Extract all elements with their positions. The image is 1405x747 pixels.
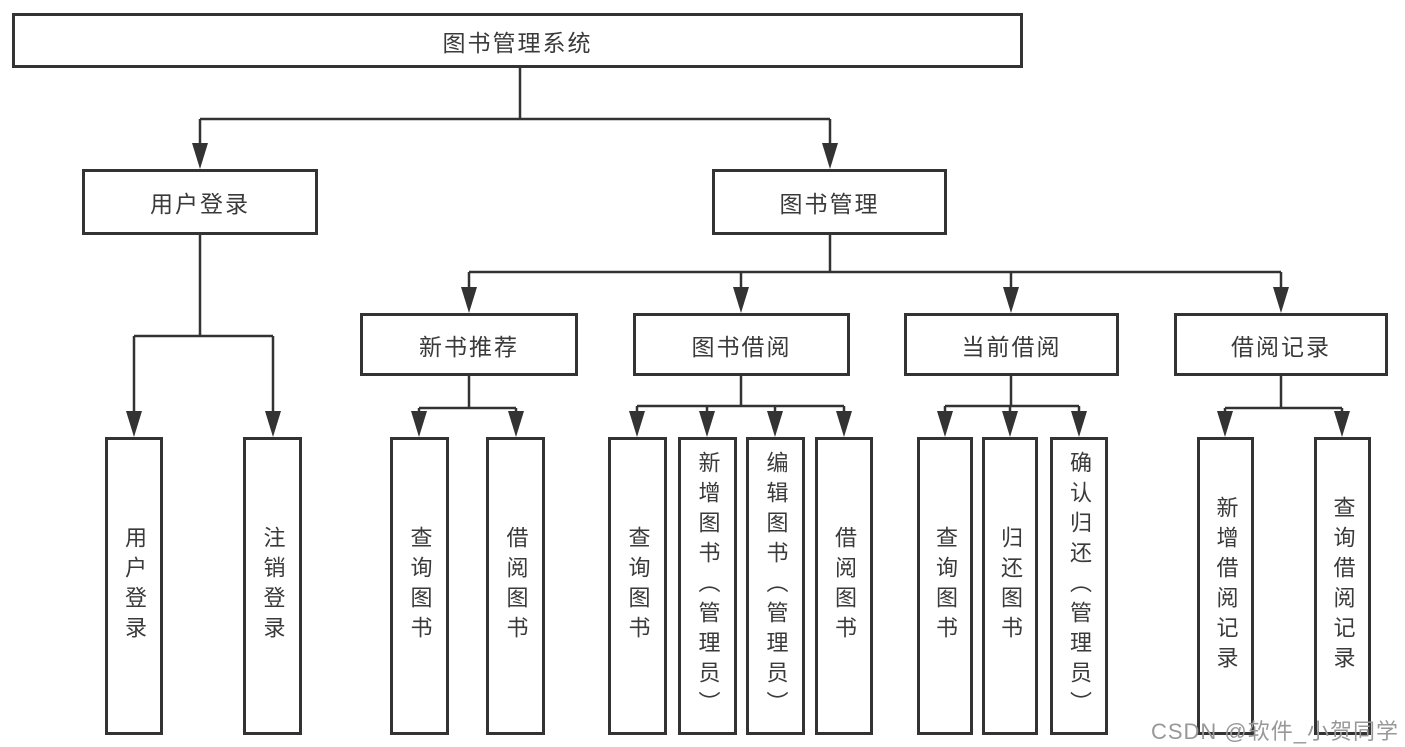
node-label: 图书管理 bbox=[779, 191, 880, 217]
arrow-down-icon bbox=[411, 411, 427, 437]
node-label: 图书管理系统 bbox=[442, 29, 593, 56]
leaf-confirm-return-admin: 确认归还（管理员） bbox=[1050, 437, 1108, 735]
edge-recommend-to-leaves bbox=[417, 376, 518, 415]
arrow-down-icon bbox=[508, 411, 524, 437]
arrow-down-icon bbox=[1002, 411, 1018, 437]
csdn-watermark: CSDN @软件_小贺同学 bbox=[1150, 719, 1399, 744]
leaf-query-borrow-record: 查询借阅记录 bbox=[1314, 437, 1371, 735]
node-label: 查询图书 bbox=[625, 526, 651, 646]
edge-root-to-level2 bbox=[198, 68, 832, 147]
node-label: 借阅记录 bbox=[1231, 333, 1331, 360]
leaf-query-books-borrow: 查询图书 bbox=[608, 437, 667, 735]
node-label: 新书推荐 bbox=[419, 333, 519, 360]
node-borrow-records: 借阅记录 bbox=[1174, 313, 1388, 376]
arrow-down-icon bbox=[1217, 411, 1233, 437]
arrow-down-icon bbox=[126, 411, 142, 437]
edge-borrow-to-leaves bbox=[635, 376, 846, 415]
node-book-management: 图书管理 bbox=[712, 169, 947, 235]
node-label: 归还图书 bbox=[998, 526, 1023, 646]
leaf-edit-book-admin: 编辑图书（管理员） bbox=[746, 437, 805, 735]
leaf-query-books-current: 查询图书 bbox=[917, 437, 973, 735]
node-label: 查询图书 bbox=[407, 526, 433, 646]
node-new-book-recommend: 新书推荐 bbox=[360, 313, 578, 376]
arrow-down-icon bbox=[265, 411, 281, 437]
arrow-down-icon bbox=[1071, 411, 1087, 437]
arrow-down-icon bbox=[733, 287, 749, 313]
node-book-borrow: 图书借阅 bbox=[633, 313, 850, 376]
node-label: 编辑图书（管理员） bbox=[763, 451, 789, 721]
arrow-down-icon bbox=[822, 143, 838, 169]
edge-bookmgmt-to-level3 bbox=[467, 235, 1283, 291]
leaf-add-borrow-record: 新增借阅记录 bbox=[1197, 437, 1254, 735]
arrow-down-icon bbox=[629, 411, 645, 437]
arrow-down-icon bbox=[461, 287, 477, 313]
arrow-down-icon bbox=[192, 143, 208, 169]
edge-current-to-leaves bbox=[943, 376, 1081, 415]
node-root-system: 图书管理系统 bbox=[12, 13, 1023, 68]
arrow-down-icon bbox=[767, 411, 783, 437]
node-label: 注销登录 bbox=[260, 526, 286, 646]
arrow-down-icon bbox=[699, 411, 715, 437]
node-current-borrow: 当前借阅 bbox=[904, 313, 1119, 376]
node-label: 用户登录 bbox=[122, 526, 147, 646]
leaf-logout: 注销登录 bbox=[243, 437, 302, 735]
node-label: 当前借阅 bbox=[961, 333, 1062, 360]
arrow-down-icon bbox=[1003, 287, 1019, 313]
leaf-add-book-admin: 新增图书（管理员） bbox=[678, 437, 737, 735]
arrow-down-icon bbox=[836, 411, 852, 437]
node-user-login: 用户登录 bbox=[82, 169, 318, 235]
edge-userlogin-to-leaves bbox=[132, 235, 275, 415]
leaf-user-login: 用户登录 bbox=[105, 437, 163, 735]
arrow-down-icon bbox=[937, 411, 953, 437]
node-label: 用户登录 bbox=[150, 191, 250, 217]
leaf-borrow-books-recommend: 借阅图书 bbox=[486, 437, 545, 735]
node-label: 查询借阅记录 bbox=[1330, 496, 1356, 676]
node-label: 借阅图书 bbox=[832, 526, 857, 646]
node-label: 新增图书（管理员） bbox=[695, 451, 721, 721]
node-label: 借阅图书 bbox=[503, 526, 529, 646]
leaf-borrow-books-borrow: 借阅图书 bbox=[815, 437, 873, 735]
node-label: 新增借阅记录 bbox=[1213, 496, 1239, 676]
node-label: 图书借阅 bbox=[691, 333, 792, 360]
node-label: 确认归还（管理员） bbox=[1067, 451, 1092, 721]
arrow-down-icon bbox=[1334, 411, 1350, 437]
edge-records-to-leaves bbox=[1223, 376, 1344, 415]
leaf-return-book: 归还图书 bbox=[982, 437, 1038, 735]
arrow-down-icon bbox=[1273, 287, 1289, 313]
node-label: 查询图书 bbox=[933, 526, 958, 646]
leaf-query-books-recommend: 查询图书 bbox=[390, 437, 449, 735]
